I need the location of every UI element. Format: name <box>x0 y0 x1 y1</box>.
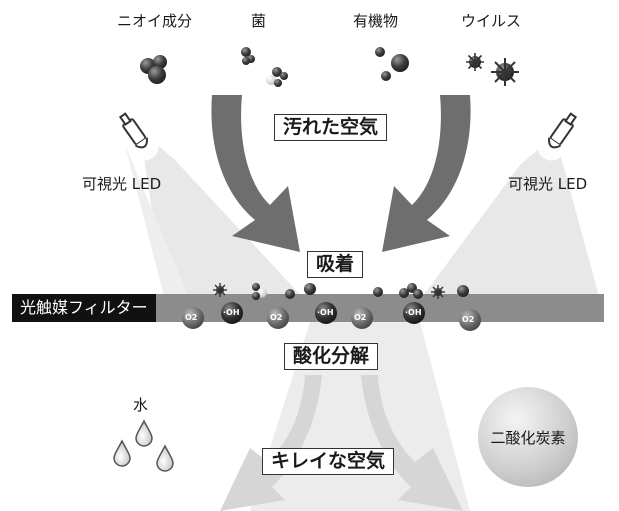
dirty-air-arrow-right <box>382 95 471 252</box>
clean-air-arrow-right <box>361 375 463 511</box>
led-left-label: 可視光 LED <box>82 175 162 193</box>
odor-molecule-icon <box>140 55 167 84</box>
oh-text: ·OH <box>405 308 422 317</box>
oh-radical <box>221 302 243 324</box>
co2-bubble: 二酸化炭素 <box>478 387 578 487</box>
water-drop-icon <box>113 419 174 472</box>
led-lamp-right-icon <box>537 112 578 161</box>
reactive-oxygen-species <box>182 302 481 331</box>
dirty-air-arrow-left <box>211 95 300 252</box>
clean-air-arrow-left <box>220 375 322 511</box>
organic-matter-icon <box>375 47 409 81</box>
oh-text: ·OH <box>317 308 334 317</box>
o2-text: O2 <box>270 313 283 322</box>
led-lamp-left-icon <box>118 112 159 161</box>
o2-molecule <box>182 307 204 329</box>
o2-molecule <box>459 309 481 331</box>
bacteria-icon <box>241 47 288 87</box>
oh-radical <box>403 302 425 324</box>
adsorption-label: 吸着 <box>307 251 364 278</box>
o2-text: O2 <box>462 315 475 324</box>
organic-label: 有機物 <box>353 12 399 30</box>
dirty-air-label: 汚れた空気 <box>274 114 388 141</box>
o2-molecule <box>267 307 289 329</box>
bacteria-label: 菌 <box>251 12 267 30</box>
o2-text: O2 <box>354 313 367 322</box>
decomposition-label: 酸化分解 <box>284 343 379 370</box>
virus-label: ウイルス <box>461 12 522 30</box>
filter-label: 光触媒フィルター <box>12 294 156 322</box>
light-beam-left-outer <box>125 145 190 300</box>
water-label: 水 <box>133 396 149 414</box>
oh-text: ·OH <box>223 308 240 317</box>
light-beam-right <box>420 135 600 300</box>
odor-label: ニオイ成分 <box>117 12 193 30</box>
co2-label: 二酸化炭素 <box>490 429 566 447</box>
o2-molecule <box>351 307 373 329</box>
o2-text: O2 <box>185 313 198 322</box>
virus-icon <box>466 53 519 86</box>
led-right-label: 可視光 LED <box>508 175 588 193</box>
oh-radical <box>315 302 337 324</box>
light-beam-left <box>140 130 305 300</box>
clean-air-label: キレイな空気 <box>262 448 395 475</box>
adsorbed-particles <box>213 283 469 300</box>
